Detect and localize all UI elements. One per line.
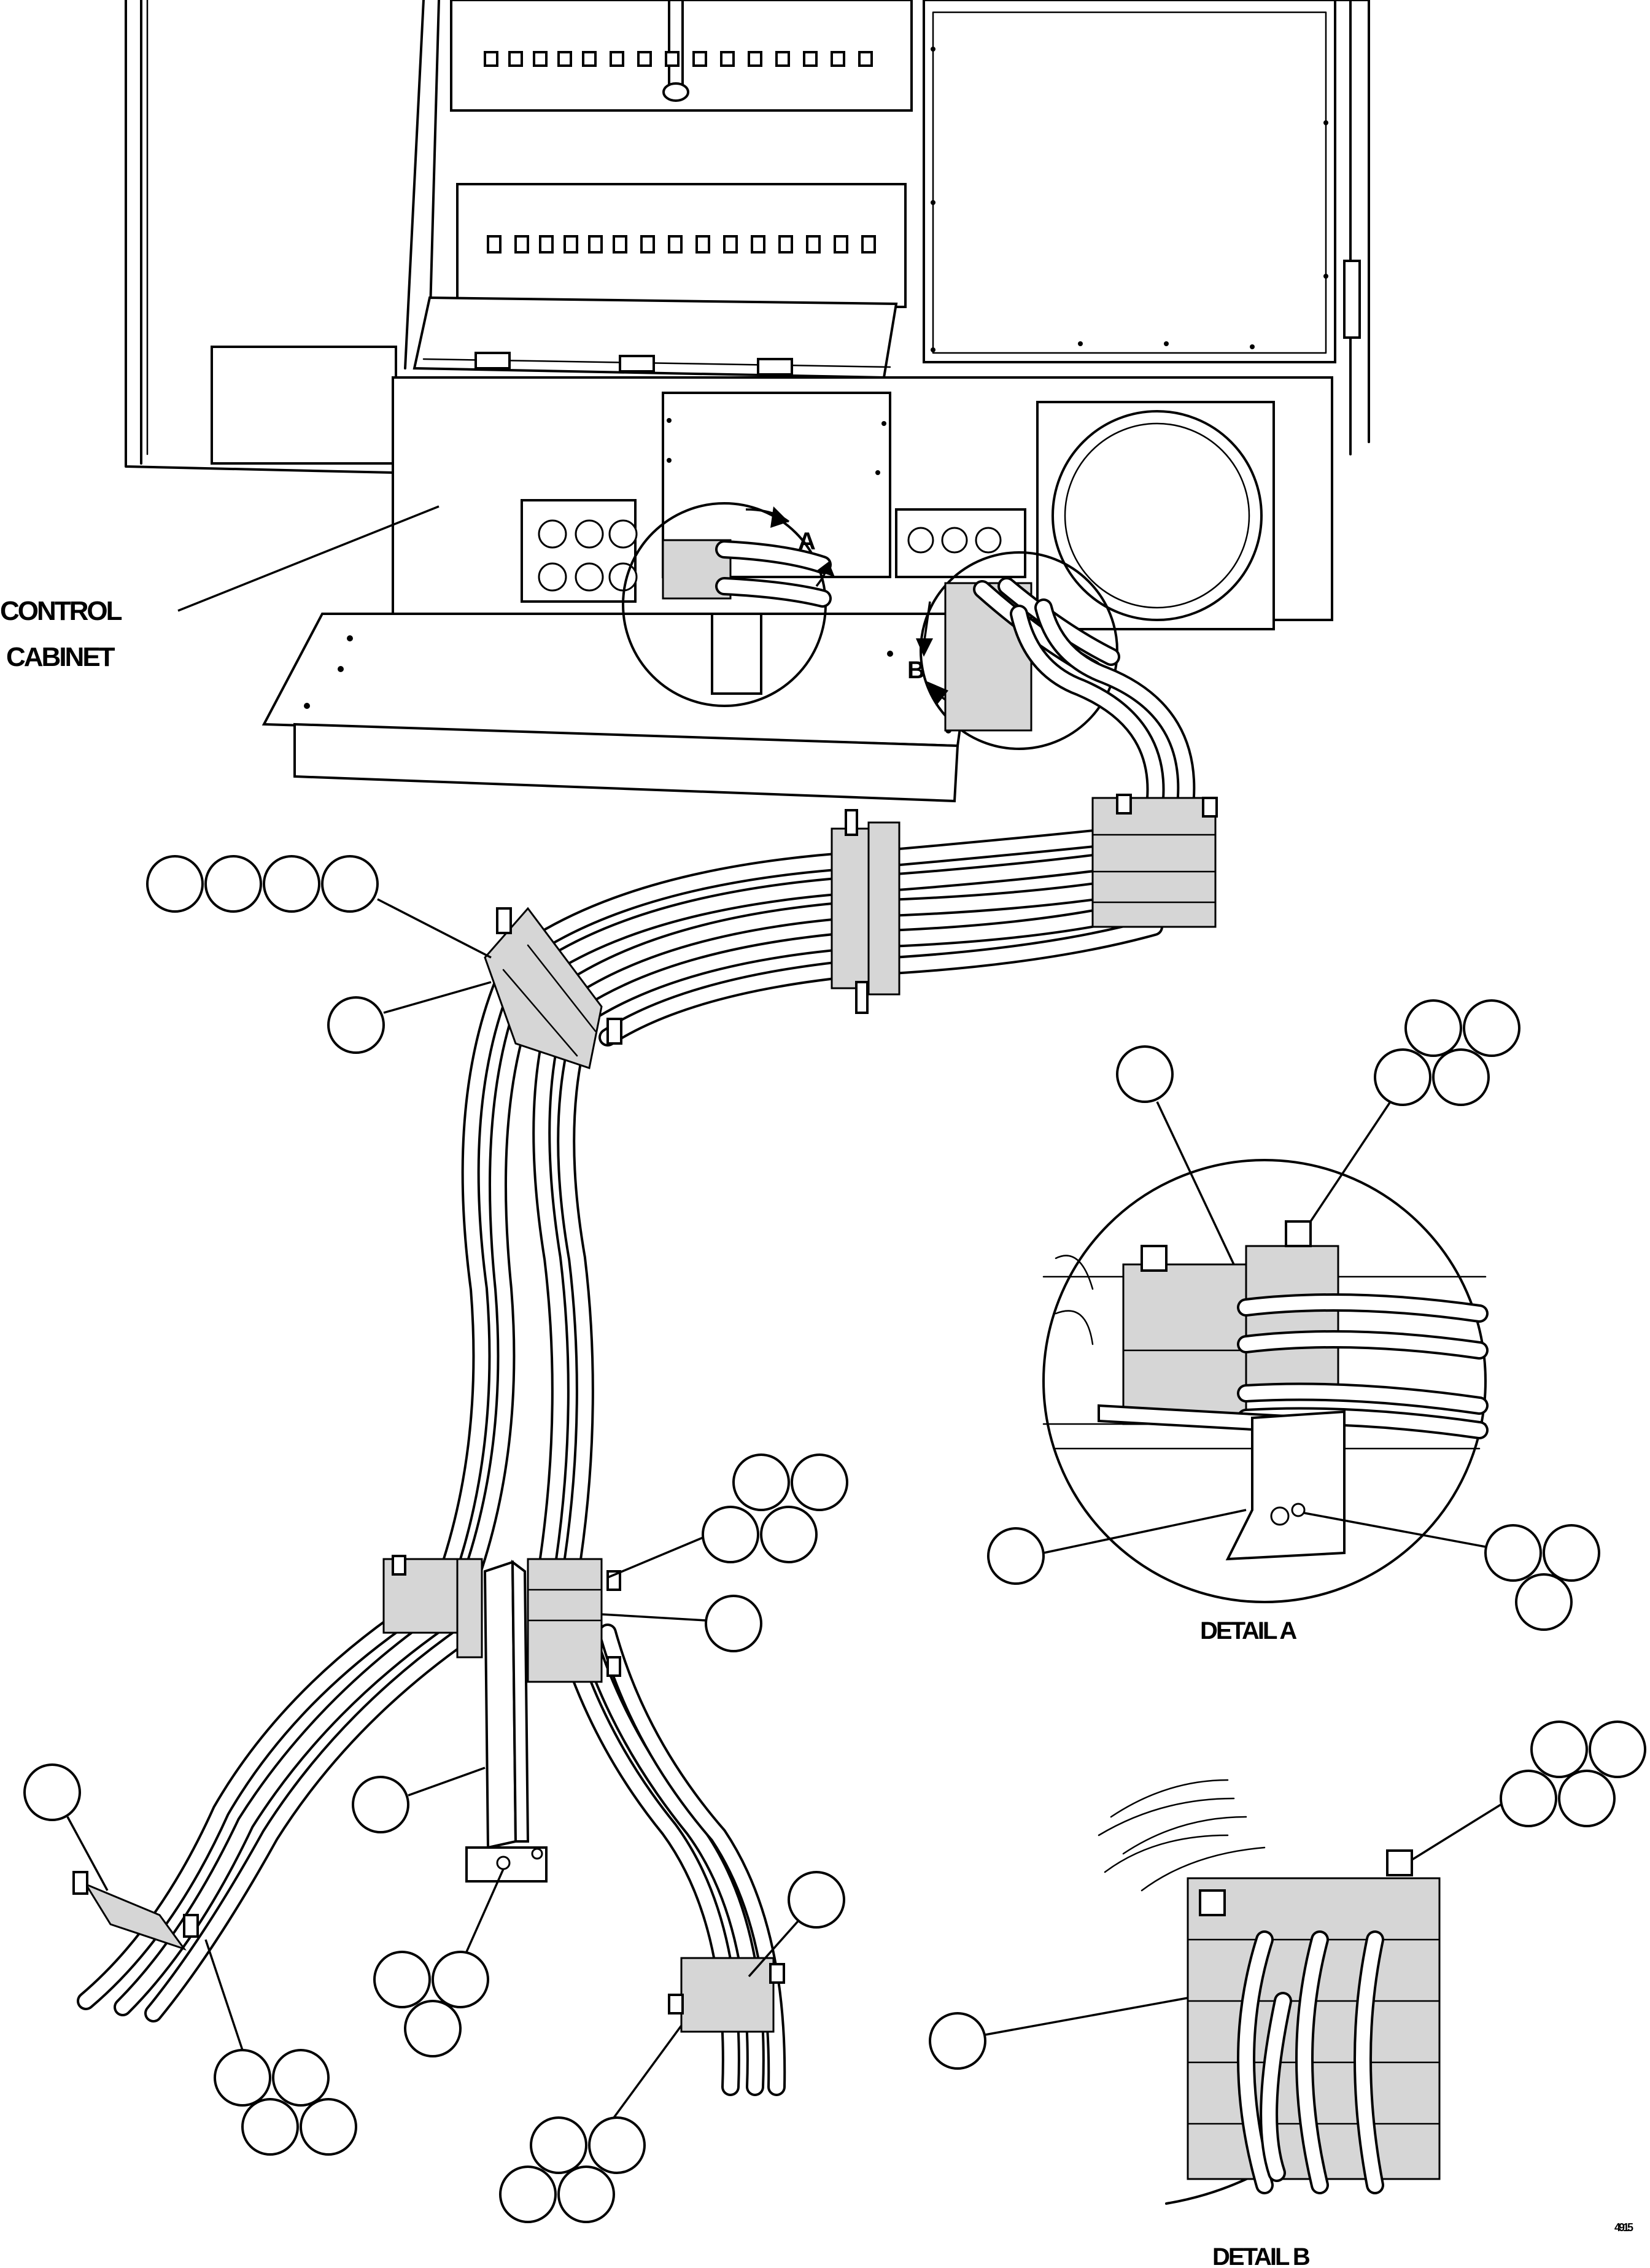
terminal-strip-lower	[487, 235, 876, 254]
callout-balloon	[204, 855, 262, 913]
control-cabinet-label-line2: CABINET	[6, 642, 115, 672]
callout-balloon	[432, 1951, 489, 2008]
callout-balloon	[760, 1506, 818, 1563]
callout-balloon	[732, 1453, 790, 1511]
clamp-lower-right	[668, 1957, 785, 2033]
callout-balloon	[404, 2000, 462, 2057]
callout-balloon	[300, 2098, 357, 2156]
callout-balloon	[530, 2116, 587, 2174]
callout-circle-a: A	[622, 502, 835, 707]
clamp-horizontal-mid	[831, 809, 901, 1014]
callout-balloon	[557, 2165, 615, 2223]
callout-b-label: B	[907, 657, 924, 684]
callout-balloon	[1463, 999, 1520, 1057]
callout-balloon	[263, 855, 320, 913]
balloon-group-detail-a-top-single	[1116, 1045, 1235, 1265]
balloon-group-lower-right-single	[748, 1871, 845, 1978]
balloon-group-lower-left-single	[23, 1763, 109, 1891]
callout-balloon	[272, 2049, 330, 2107]
callout-balloon	[1558, 1770, 1616, 1827]
balloon-group-detail-a-top-cluster	[1309, 999, 1520, 1222]
detail-b: DETAIL B 4915	[1098, 1779, 1635, 2268]
support-stand	[465, 1559, 548, 1883]
callout-balloon	[987, 1527, 1045, 1585]
detail-a-label: DETAIL A	[1200, 1617, 1296, 1644]
control-cabinet-label-line1: CONTROL	[0, 596, 122, 626]
balloon-group-detail-a-left-single	[987, 1509, 1247, 1585]
callout-balloon	[352, 1776, 409, 1833]
callout-balloon	[1432, 1048, 1490, 1106]
clamp-mid-left	[382, 1555, 483, 1658]
balloon-group-stand-single	[352, 1767, 486, 1833]
balloon-group-upper-left-single	[327, 981, 492, 1054]
cable-harness	[77, 598, 1196, 2096]
callout-balloon	[241, 2098, 299, 2156]
callout-balloon	[1374, 1048, 1431, 1106]
clamp-mid-right	[527, 1558, 621, 1683]
terminal-strip-upper	[484, 51, 873, 67]
callout-balloon	[146, 855, 204, 913]
callout-balloon	[702, 1506, 759, 1563]
balloon-group-mid-right-single	[601, 1595, 762, 1652]
callout-balloon	[23, 1763, 81, 1821]
callout-balloon	[1500, 1770, 1557, 1827]
callout-balloon	[1116, 1045, 1174, 1103]
balloon-group-upper-left-row	[146, 855, 492, 959]
callout-balloon	[499, 2165, 557, 2223]
figure-number: 4915	[1614, 2221, 1633, 2234]
callout-balloon	[373, 1951, 431, 2008]
callout-balloon	[1589, 1720, 1646, 1778]
balloon-group-stand-cluster	[373, 1868, 505, 2057]
callout-balloon	[1515, 1573, 1573, 1631]
balloon-group-mid-right-cluster	[607, 1453, 848, 1579]
detail-b-label: DETAIL B	[1212, 2243, 1310, 2268]
detail-a: DETAIL A	[1042, 1159, 1489, 1644]
balloon-group-lower-right-cluster	[499, 2024, 683, 2223]
callout-balloon	[321, 855, 379, 913]
callout-balloon	[1543, 1524, 1600, 1582]
callout-balloon	[1404, 999, 1462, 1057]
callout-a-label: A	[798, 528, 815, 555]
callout-balloon	[327, 996, 385, 1054]
balloon-group-detail-a-right-cluster	[1304, 1512, 1600, 1631]
clamp-upper-left	[484, 907, 622, 1069]
callout-balloon	[1484, 1524, 1542, 1582]
control-cabinet	[125, 0, 1370, 803]
control-cabinet-label: CONTROL CABINET	[0, 505, 440, 672]
callout-balloon	[588, 2116, 646, 2174]
clamp-lower-left	[72, 1871, 199, 1951]
callout-balloon	[929, 2012, 986, 2070]
balloon-group-detail-b-top-cluster	[1411, 1720, 1646, 1861]
balloon-group-lower-left-cluster	[204, 1939, 357, 2156]
callout-balloon	[705, 1595, 762, 1652]
balloon-group-detail-b-left-single	[929, 1997, 1188, 2070]
callout-balloon	[1530, 1720, 1588, 1778]
callout-balloon	[214, 2049, 271, 2107]
callout-balloon	[791, 1453, 848, 1511]
callout-balloon	[788, 1871, 845, 1929]
clamp-upper-right	[1091, 794, 1218, 928]
